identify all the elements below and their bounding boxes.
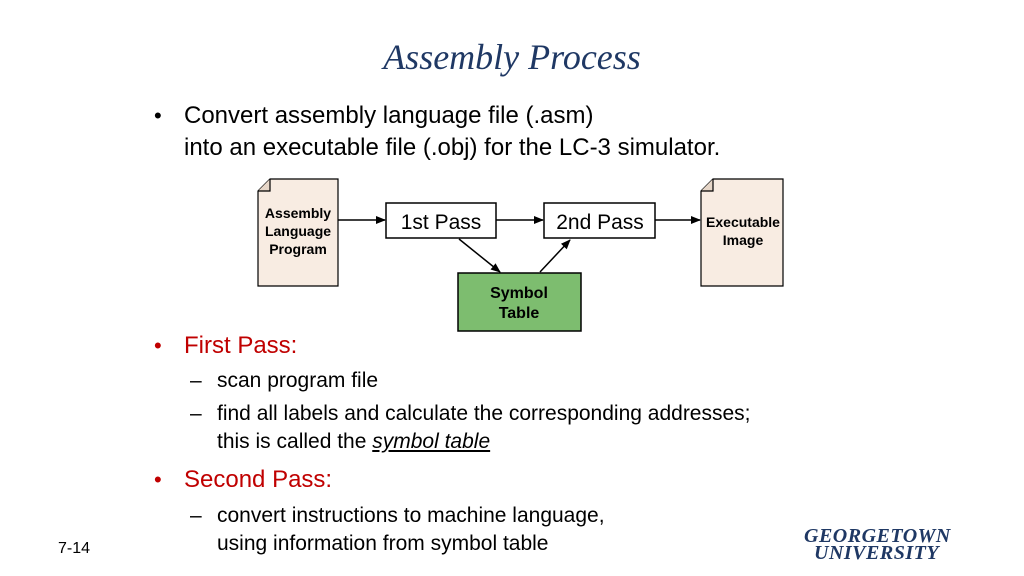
second-pass-heading: Second Pass:	[184, 466, 333, 493]
first-pass-item-2: find all labels and calculate the corres…	[217, 402, 751, 425]
first-pass-heading: First Pass:	[184, 332, 298, 359]
arrow-symbol-to-pass2	[539, 239, 571, 273]
bullet-convert-line2: into an executable file (.obj) for the L…	[184, 134, 721, 161]
first-pass-item-1: scan program file	[217, 369, 379, 392]
bullet-convert-line1: Convert assembly language file (.asm)	[184, 102, 594, 129]
pass1-label: 1st Pass	[401, 211, 482, 234]
bullet-dot: •	[154, 467, 162, 492]
second-pass-item-line2: using information from symbol table	[217, 532, 549, 555]
symbol-table-label-1: Symbol	[490, 285, 548, 302]
pass2-label: 2nd Pass	[556, 211, 644, 234]
slide-title: Assembly Process	[383, 37, 641, 77]
second-pass-item-line1: convert instructions to machine language…	[217, 504, 605, 527]
bullet-dot: •	[154, 333, 162, 358]
dash-marker: –	[190, 504, 202, 527]
arrow-pass1-to-symbol	[458, 238, 501, 273]
first-pass-item-2-cont: this is called the symbol table	[217, 430, 490, 454]
executable-document-icon	[700, 178, 784, 287]
logo-line-2: UNIVERSITY	[814, 542, 940, 564]
dash-marker: –	[190, 369, 202, 392]
georgetown-logo: GEORGETOWN UNIVERSITY	[804, 525, 1004, 568]
output-doc-label-2: Image	[723, 232, 764, 248]
source-document-icon	[257, 178, 339, 287]
symbol-table-prefix: this is called the	[217, 430, 373, 453]
source-doc-label-3: Program	[269, 241, 327, 257]
source-doc-label-2: Language	[265, 223, 331, 239]
symbol-table-term: symbol table	[372, 430, 491, 453]
source-doc-label-1: Assembly	[265, 205, 331, 221]
symbol-table-box	[457, 272, 582, 332]
symbol-table-label-2: Table	[499, 305, 540, 322]
output-doc-label-1: Executable	[706, 214, 780, 230]
logo-line-1: GEORGETOWN	[804, 525, 951, 547]
slide-number: 7-14	[58, 540, 91, 557]
dash-marker: –	[190, 402, 202, 425]
bullet-dot: •	[154, 103, 162, 128]
